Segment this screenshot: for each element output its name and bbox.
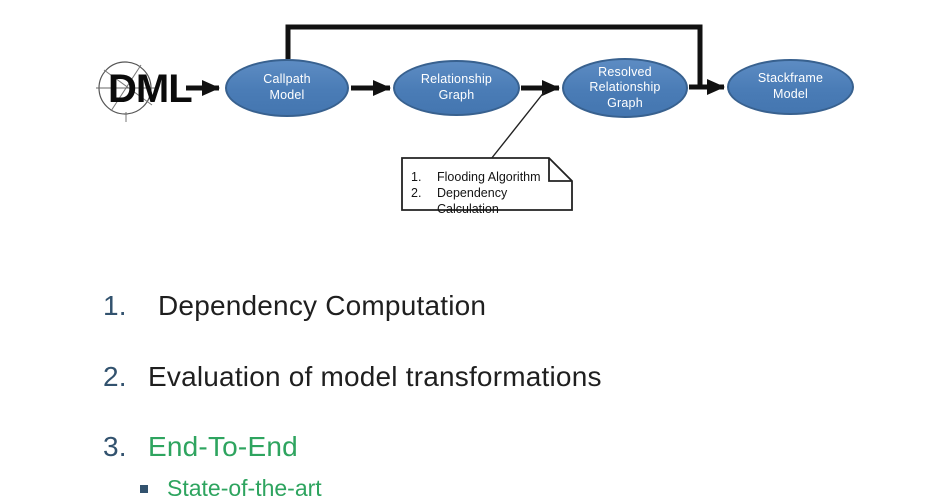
node-label: Resolved Relationship Graph: [589, 64, 661, 110]
list-item-text: Evaluation of model transformations: [148, 361, 602, 392]
list-item-number: 2.: [103, 361, 127, 392]
logo-text: DML: [108, 67, 192, 111]
list-item-text: Dependency Computation: [158, 290, 487, 321]
logo-diagonal-line: [103, 69, 153, 106]
note-item: 1. Flooding Algorithm: [411, 169, 569, 185]
sub-item-text: State-of-the-art: [167, 475, 322, 500]
note-item-number: 2.: [411, 186, 422, 200]
note-item: 2. Dependency Calculation: [411, 185, 569, 217]
square-bullet-icon: [140, 484, 148, 493]
node-callpath-model: Callpath Model: [225, 59, 349, 117]
note-annotation: 1. Flooding Algorithm 2. Dependency Calc…: [411, 169, 569, 217]
node-relationship-graph: Relationship Graph: [393, 60, 520, 116]
sub-item-state-of-the-art: State-of-the-art: [140, 475, 322, 500]
node-label: Stackframe Model: [757, 71, 824, 101]
note-fold-corner: [548, 158, 572, 182]
list-item-dependency-computation: 1. Dependency Computation: [103, 290, 486, 322]
logo-diagonal-line-2: [110, 64, 142, 112]
list-item-number: 3.: [103, 431, 127, 462]
list-item-text: End-To-End: [148, 431, 298, 462]
feedback-line-callpath-to-stackframe: [285, 24, 703, 86]
list-item-number: 1.: [103, 290, 127, 321]
node-resolved-relationship-graph: Resolved Relationship Graph: [562, 58, 688, 118]
dml-logo: DML: [96, 61, 193, 122]
note-item-text: Dependency Calculation: [437, 186, 508, 216]
list-item-evaluation: 2. Evaluation of model transformations: [103, 361, 602, 393]
note-shape: [401, 157, 573, 211]
node-label: Callpath Model: [263, 72, 311, 102]
node-stackframe-model: Stackframe Model: [727, 59, 854, 115]
note-connector-line: [490, 90, 546, 160]
note-item-number: 1.: [411, 170, 422, 184]
flow-diagram: DML: [96, 24, 725, 211]
node-label: Relationship Graph: [420, 72, 493, 102]
note-item-text: Flooding Algorithm: [437, 170, 541, 184]
list-item-end-to-end: 3. End-To-End: [103, 431, 298, 463]
